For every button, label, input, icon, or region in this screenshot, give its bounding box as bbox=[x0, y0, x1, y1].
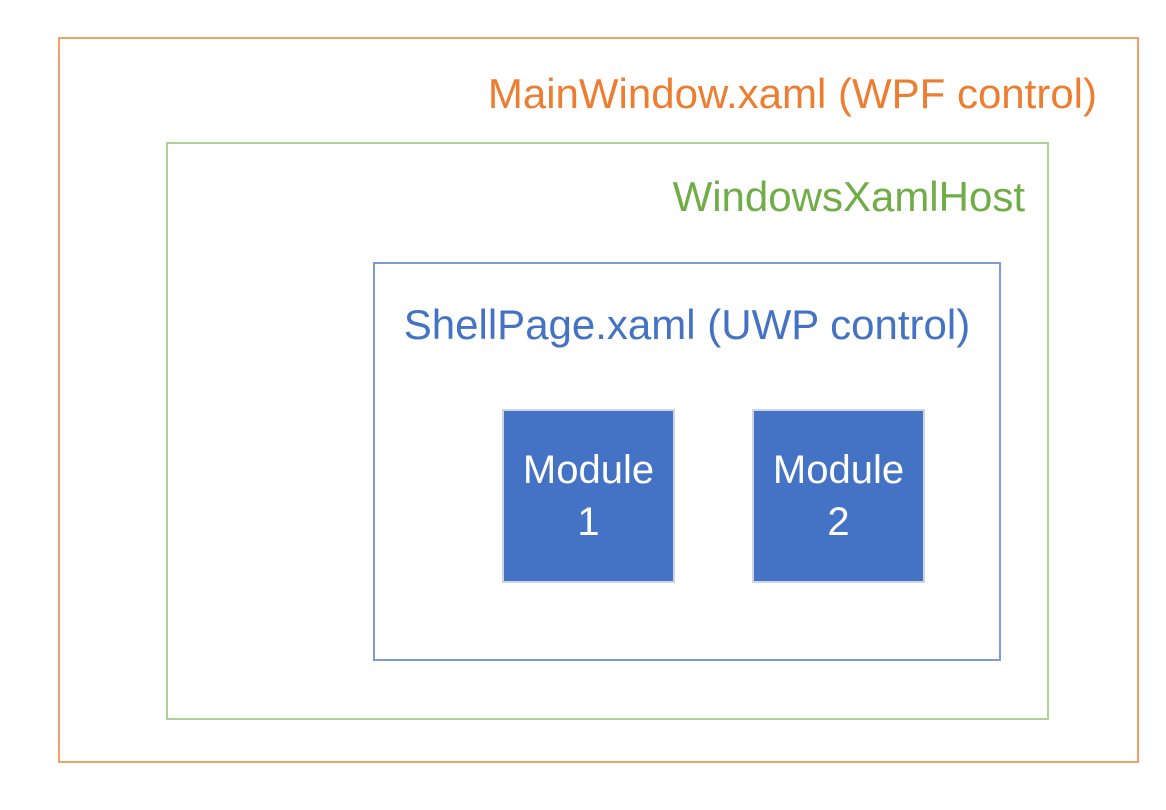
uwp-shellpage-box: ShellPage.xaml (UWP control) Module 1 Mo… bbox=[373, 262, 1001, 661]
module-1-box: Module 1 bbox=[502, 409, 675, 583]
windows-xaml-host-label: WindowsXamlHost bbox=[672, 173, 1025, 220]
wpf-mainwindow-label: MainWindow.xaml (WPF control) bbox=[487, 70, 1097, 117]
module-1-label-line2: 1 bbox=[577, 500, 600, 544]
module-2-label-line1: Module bbox=[772, 448, 905, 492]
module-2-label-line2: 2 bbox=[827, 500, 850, 544]
module-1-label-line1: Module bbox=[522, 448, 655, 492]
module-2-box: Module 2 bbox=[752, 409, 925, 583]
windows-xaml-host-box: WindowsXamlHost ShellPage.xaml (UWP cont… bbox=[166, 142, 1049, 720]
uwp-shellpage-label: ShellPage.xaml (UWP control) bbox=[403, 301, 971, 348]
wpf-mainwindow-box: MainWindow.xaml (WPF control) WindowsXam… bbox=[58, 37, 1139, 763]
